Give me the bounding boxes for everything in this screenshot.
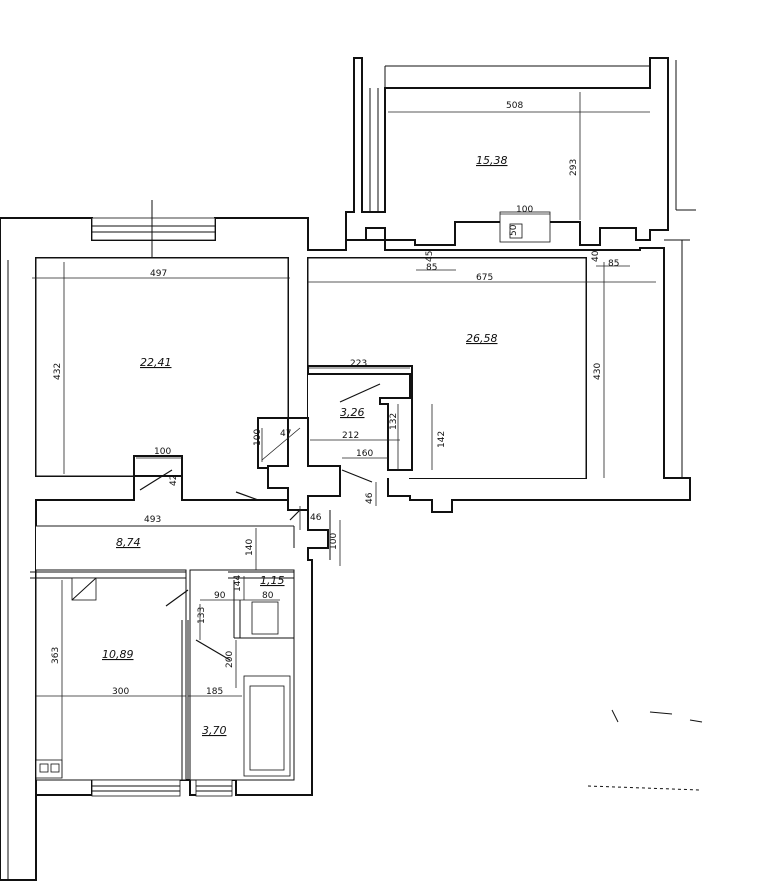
room-upper-right-walls bbox=[345, 57, 696, 246]
dimension-label: 675 bbox=[476, 273, 493, 283]
room-area-label: 3,70 bbox=[202, 724, 227, 737]
scan-mark bbox=[587, 785, 701, 791]
dimension-label: 42 bbox=[169, 475, 179, 486]
dimension-label: 45 bbox=[425, 251, 435, 262]
toilet-fixture bbox=[251, 601, 279, 635]
room-area-label: 10,89 bbox=[102, 648, 134, 661]
dimension-label: 140 bbox=[245, 539, 255, 556]
room-area-label: 22,41 bbox=[140, 356, 172, 369]
dimension-label: 100 bbox=[516, 205, 533, 215]
room-area-label: 8,74 bbox=[116, 536, 141, 549]
dimension-label: 508 bbox=[506, 101, 523, 111]
stove-burner bbox=[39, 763, 49, 773]
dimension-label: 160 bbox=[356, 449, 373, 459]
niche-box bbox=[499, 211, 551, 243]
scan-mark bbox=[611, 709, 619, 723]
dimension-label: 100 bbox=[329, 533, 339, 550]
dimension-label: 430 bbox=[593, 363, 603, 380]
dimension-label: 185 bbox=[206, 687, 223, 697]
window-bathroom bbox=[195, 779, 233, 797]
room-area-label: 15,38 bbox=[476, 154, 508, 167]
window-kitchen bbox=[91, 779, 181, 797]
dimension-label: 223 bbox=[350, 359, 367, 369]
dimension-label: 46 bbox=[365, 492, 375, 504]
dimension-label: 493 bbox=[144, 515, 161, 525]
dimension-label: 85 bbox=[608, 259, 619, 269]
dimension-label: 363 bbox=[51, 647, 61, 664]
lower-block-walls bbox=[30, 475, 331, 797]
dimension-label: 144 bbox=[233, 575, 243, 592]
dimension-label: 133 bbox=[197, 607, 207, 624]
window-left-room bbox=[91, 217, 216, 241]
dimension-label: 300 bbox=[112, 687, 129, 697]
dimension-label: 85 bbox=[426, 263, 437, 273]
room-area-label: 3,26 bbox=[340, 406, 365, 419]
dimension-label: 212 bbox=[342, 431, 359, 441]
room-area-label: 1,15 bbox=[260, 574, 285, 587]
dimension-label: 90 bbox=[214, 591, 226, 601]
stove-burner bbox=[50, 763, 60, 773]
vestibule-walls bbox=[133, 365, 413, 511]
dimension-label: 293 bbox=[569, 159, 579, 176]
dimension-label: 100 bbox=[154, 447, 171, 457]
bathtub-inner bbox=[249, 685, 285, 771]
scan-mark bbox=[689, 719, 703, 723]
dimension-label: 497 bbox=[150, 269, 167, 279]
dimension-label: 132 bbox=[389, 413, 399, 430]
dimension-label: 40 bbox=[591, 250, 601, 262]
dimension-label: 50 bbox=[509, 224, 519, 236]
dimension-label: 100 bbox=[253, 429, 263, 446]
dimension-label: 200 bbox=[225, 651, 235, 668]
doors bbox=[139, 383, 381, 661]
niche-box-inner bbox=[509, 223, 523, 239]
dimension-label: 47 bbox=[280, 429, 291, 439]
dimension-lines bbox=[32, 92, 656, 778]
room-area-label: 26,58 bbox=[466, 332, 498, 345]
dimension-label: 80 bbox=[262, 591, 274, 601]
dimension-label: 432 bbox=[53, 363, 63, 380]
scan-mark bbox=[649, 711, 673, 715]
dimension-label: 142 bbox=[437, 431, 447, 448]
dimension-label: 46 bbox=[310, 513, 322, 523]
